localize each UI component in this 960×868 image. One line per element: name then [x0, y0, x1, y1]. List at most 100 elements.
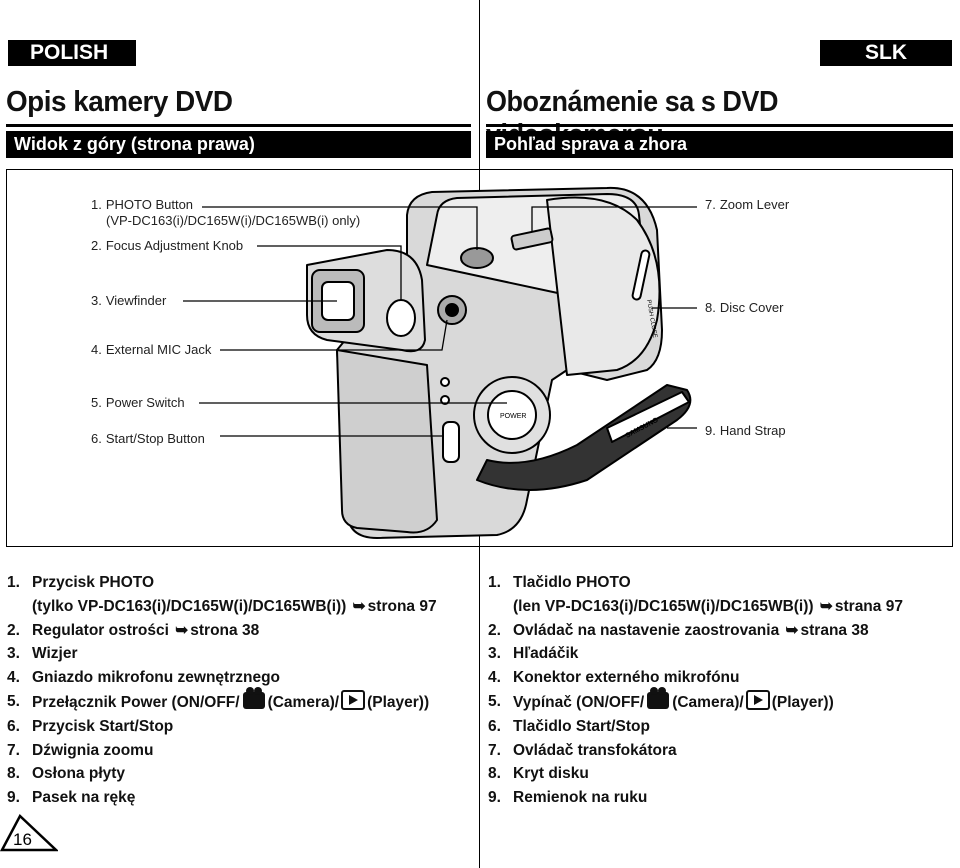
item-text-camera: (Camera)/: [267, 693, 340, 711]
item-number: 6.: [488, 717, 501, 735]
list-item: 3. Wizjer: [7, 642, 437, 666]
item-text: Gniazdo mikrofonu zewnętrznego: [32, 669, 281, 687]
item-number: 9.: [7, 789, 20, 807]
item-text: Hľadáčik: [513, 645, 579, 663]
label-number: 4.: [91, 342, 102, 357]
list-item: 6. Tlačidlo Start/Stop: [488, 715, 903, 739]
arrow-icon: ➥: [785, 621, 799, 639]
list-item: 1. Przycisk PHOTO (tylko VP-DC163(i)/DC165…: [7, 571, 437, 619]
list-item: 5. Przełącznik Power (ON/OFF/ (Camera)/ (Pl…: [7, 686, 437, 715]
diagram-label-6: 6.Start/Stop Button: [91, 431, 205, 447]
label-text: Zoom Lever: [719, 197, 790, 212]
list-item: 7. Dźwignia zoomu: [7, 739, 437, 763]
label-number: 1.: [91, 197, 102, 212]
item-number: 7.: [7, 741, 20, 759]
item-number: 4.: [488, 669, 501, 687]
parts-list-slovak: 1. Tlačidlo PHOTO (len VP-DC163(i)/DC165W(…: [488, 571, 903, 810]
diagram-label-8: 8.Disc Cover: [705, 300, 783, 316]
list-item: 6.Przycisk Start/Stop: [7, 715, 437, 739]
disc-cover: [546, 196, 661, 376]
hand-strap: [476, 384, 692, 491]
item-text: Tlačidlo PHOTO: [513, 574, 631, 591]
item-text: Wizjer: [32, 645, 78, 663]
item-text: Ovládač transfokátora: [513, 741, 677, 759]
camera-mode-icon: [647, 686, 670, 709]
item-text: Vypínač (ON/OFF/: [513, 693, 645, 711]
label-number: 5.: [91, 395, 102, 410]
item-text-2: (len VP-DC163(i)/DC165W(i)/DC165WB(i)): [513, 597, 814, 615]
list-item: 7. Ovládač transfokátora: [488, 739, 903, 763]
page-ref: strona 97: [367, 597, 437, 615]
diagram-label-1: 1.PHOTO Button (VP-DC163(i)/DC165W(i)/DC…: [91, 197, 360, 229]
item-text-player: (Player)): [367, 693, 430, 711]
list-item: 4. Gniazdo mikrofonu zewnętrznego: [7, 666, 437, 690]
item-number: 5.: [488, 692, 501, 710]
item-number: 5.: [7, 692, 20, 710]
page-ref: strana 38: [800, 621, 869, 639]
item-text-2: (tylko VP-DC163(i)/DC165W(i)/DC165WB(i)): [32, 597, 347, 615]
item-text-player: (Player)): [771, 693, 834, 711]
item-number: 2.: [488, 621, 501, 639]
list-item: 1. Tlačidlo PHOTO (len VP-DC163(i)/DC165W(…: [488, 571, 903, 619]
power-text: POWER: [500, 413, 526, 420]
list-item: 9.Remienok na ruku: [488, 786, 903, 810]
diagram-label-5: 5.Power Switch: [91, 395, 185, 411]
arrow-icon: ➥: [352, 597, 366, 615]
diagram-label-3: 3.Viewfinder: [91, 293, 166, 309]
list-item: 3. Hľadáčik: [488, 642, 903, 666]
item-text: Tlačidlo Start/Stop: [513, 717, 650, 735]
page-title-polish: Opis kamery DVD: [6, 86, 233, 118]
item-number: 9.: [488, 789, 501, 807]
diagram-label-9: 9.Hand Strap: [705, 423, 786, 439]
item-text: Regulator ostrości: [32, 621, 169, 639]
list-item: 2. Ovládač na nastavenie zaostrovania ➥st…: [488, 619, 903, 643]
item-number: 8.: [7, 765, 20, 783]
page-number-badge: 16: [0, 813, 58, 852]
label-text: Disc Cover: [719, 300, 784, 315]
item-number: 3.: [7, 645, 20, 663]
photo-button: [460, 247, 494, 269]
camera-diagram: POWER PUSH CLOSE SAMSUNG 1.PHOTO Button …: [6, 169, 953, 547]
label-number: 3.: [91, 293, 102, 308]
list-item: 4. Konektor externého mikrofónu: [488, 666, 903, 690]
item-text: Przycisk PHOTO: [32, 574, 155, 591]
label-number: 2.: [91, 238, 102, 253]
list-item: 8. Osłona płyty: [7, 762, 437, 786]
item-text: Konektor externého mikrofónu: [513, 669, 740, 687]
item-text: Dźwignia zoomu: [32, 741, 154, 759]
item-text: Przełącznik Power (ON/OFF/: [32, 693, 240, 711]
item-number: 3.: [488, 645, 501, 663]
lens-housing: [336, 349, 438, 534]
label-text: Start/Stop Button: [105, 431, 205, 446]
page-ref: strana 97: [834, 597, 903, 615]
page-number: 16: [13, 830, 32, 849]
camcorder-illustration: POWER PUSH CLOSE SAMSUNG: [183, 186, 697, 539]
item-text: Pasek na rękę: [32, 789, 136, 807]
item-number: 1.: [7, 574, 20, 591]
language-tag-slovak: SLK: [820, 40, 952, 66]
section-heading-polish: Widok z góry (strona prawa): [6, 131, 471, 158]
item-number: 6.: [7, 717, 20, 735]
diagram-label-2: 2.Focus Adjustment Knob: [91, 238, 243, 254]
label-number: 6.: [91, 431, 102, 446]
label-number: 7.: [705, 197, 716, 212]
item-number: 4.: [7, 669, 20, 687]
start-stop-button: [442, 421, 460, 463]
page-ref: strona 38: [190, 621, 260, 639]
item-number: 1.: [488, 574, 501, 591]
player-mode-icon: [745, 689, 770, 710]
item-number: 2.: [7, 621, 20, 639]
camera-mode-icon: [242, 686, 265, 709]
item-number: 8.: [488, 765, 501, 783]
list-item: 8.Kryt disku: [488, 762, 903, 786]
title-rule-left: [6, 124, 471, 127]
item-number: 7.: [488, 741, 501, 759]
diagram-label-7: 7.Zoom Lever: [705, 197, 789, 213]
list-item: 5.Vypínač (ON/OFF/(Camera)/(Player)): [488, 686, 903, 715]
player-mode-icon: [341, 689, 366, 710]
item-text: Osłona płyty: [32, 765, 126, 783]
list-item: 9. Pasek na rękę: [7, 786, 437, 810]
item-text: Ovládač na nastavenie zaostrovania: [513, 621, 780, 639]
parts-list-polish: 1. Przycisk PHOTO (tylko VP-DC163(i)/DC165…: [7, 571, 437, 810]
label-text: Hand Strap: [719, 423, 786, 438]
